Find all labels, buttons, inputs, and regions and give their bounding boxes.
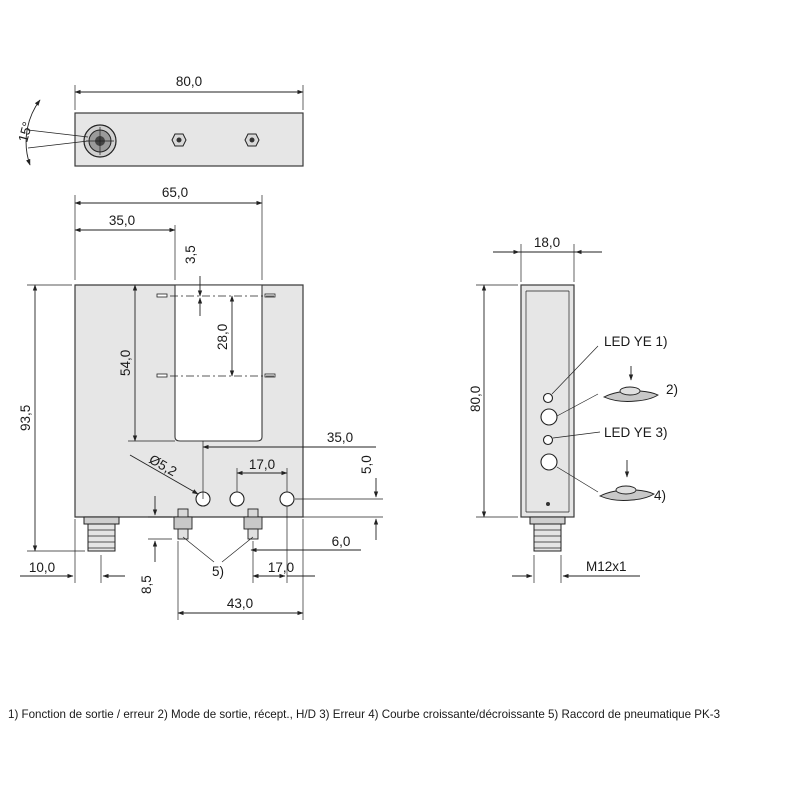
callout-led-ye-1: LED YE 1) [604, 334, 668, 349]
side-connector [529, 516, 566, 552]
dim-width-65: 65,0 [162, 185, 188, 200]
led-ye-3 [542, 434, 554, 446]
press-button-icon-2 [602, 366, 659, 402]
dim-height-28: 28,0 [215, 324, 230, 350]
mounting-hole-3 [279, 491, 295, 507]
side-view: 18,0 80,0 M12x1 LED YE 1) 2) LED YE 3) 4… [468, 235, 678, 583]
dim-bottom-10: 10,0 [29, 560, 55, 575]
top-nozzle-1 [171, 133, 187, 147]
dim-bottom-6: 6,0 [332, 534, 351, 549]
callout-5: 5) [212, 564, 224, 579]
dim-side-width: 18,0 [534, 235, 560, 250]
dim-hole-spacing: 17,0 [249, 457, 275, 472]
dim-bottom-17: 17,0 [268, 560, 294, 575]
callout-2: 2) [666, 382, 678, 397]
dim-width-35: 35,0 [109, 213, 135, 228]
dim-side-height: 80,0 [468, 386, 483, 412]
footnote-caption: 1) Fonction de sortie / erreur 2) Mode d… [8, 708, 721, 721]
front-connector [83, 516, 120, 552]
press-button-icon-4 [598, 460, 655, 501]
dim-right-5: 5,0 [359, 455, 374, 474]
dim-top-width: 80,0 [176, 74, 202, 89]
dim-connector-thread: M12x1 [586, 559, 627, 574]
dim-height-93-5: 93,5 [18, 405, 33, 431]
top-view: 80,0 15° [15, 74, 304, 167]
callout-led-ye-3: LED YE 3) [604, 425, 668, 440]
button-output-mode[interactable] [540, 408, 558, 426]
dim-height-54: 54,0 [118, 350, 133, 376]
dim-offset-3-5: 3,5 [183, 245, 198, 264]
dim-bottom-43: 43,0 [227, 596, 253, 611]
dim-bottom-8-5: 8,5 [139, 575, 154, 594]
button-curve[interactable] [540, 453, 558, 471]
pneumatic-fitting-2 [243, 508, 263, 540]
top-nozzle-2 [244, 133, 260, 147]
pneumatic-fitting-1 [173, 508, 193, 540]
dim-angle: 15° [15, 120, 35, 144]
fork-slot [174, 284, 263, 442]
led-ye-1 [542, 392, 554, 404]
mounting-hole-2 [229, 491, 245, 507]
front-view: 65,0 35,0 3,5 93,5 54,0 28,0 35,0 5,0 Ø5… [18, 185, 383, 620]
dim-right-35: 35,0 [327, 430, 353, 445]
callout-4: 4) [654, 488, 666, 503]
side-view-body [520, 284, 575, 518]
